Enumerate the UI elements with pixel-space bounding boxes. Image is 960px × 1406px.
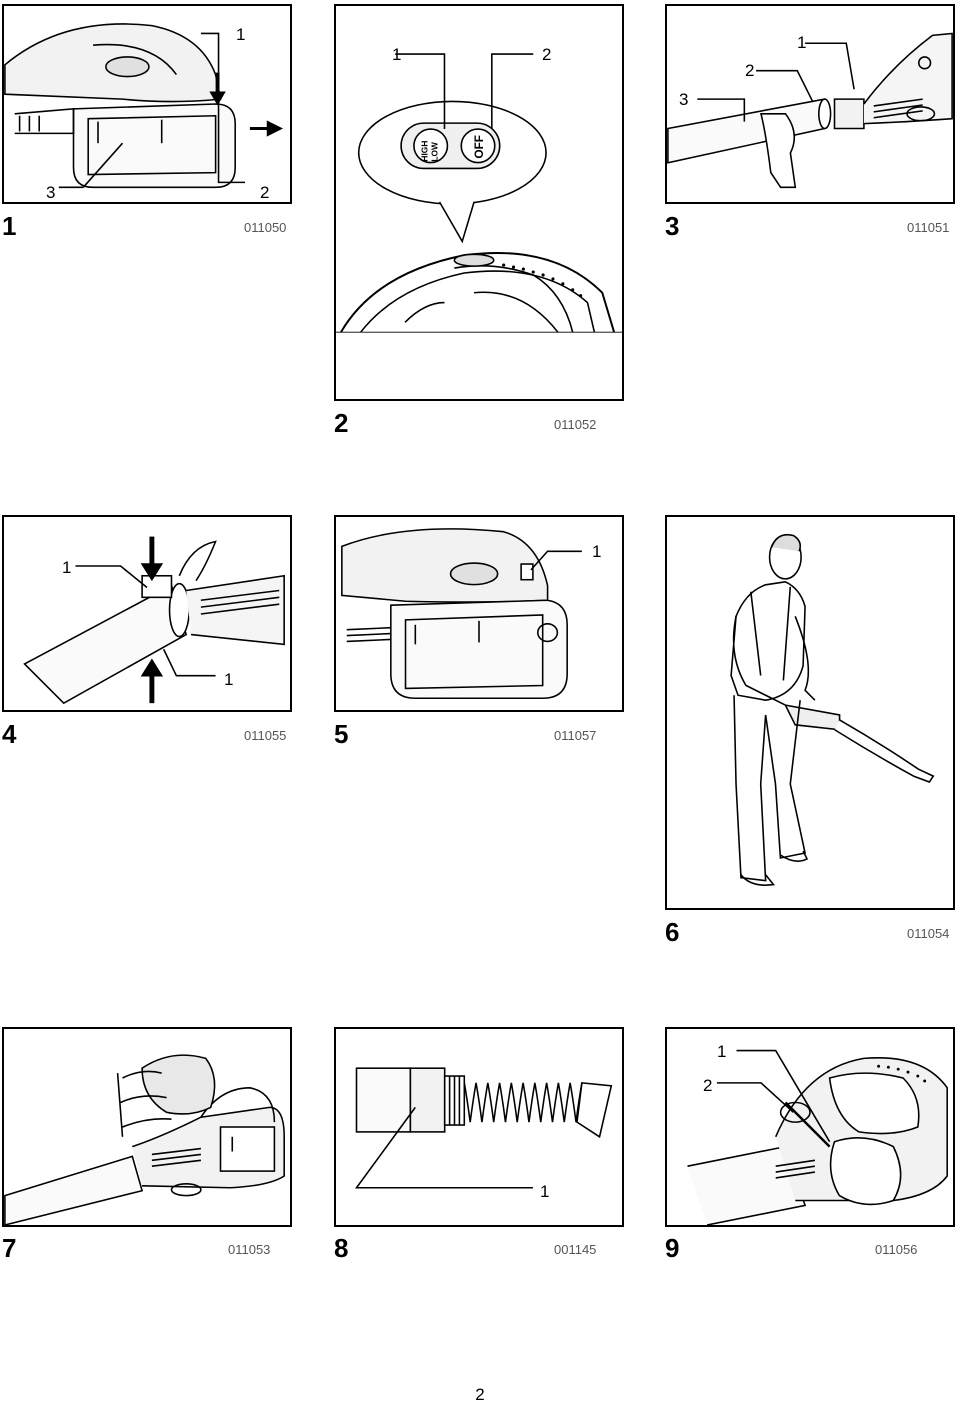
figure-1-code: 011050 <box>244 220 287 235</box>
figure-2-illustration: HIGH LOW OFF 1 2 <box>334 4 624 401</box>
callout-1: 1 <box>717 1042 727 1061</box>
page-number: 2 <box>475 1385 485 1404</box>
figure-7-code: 011053 <box>228 1242 271 1257</box>
callout-1-bottom: 1 <box>224 670 234 689</box>
figure-9-code: 011056 <box>875 1242 918 1257</box>
callout-2: 2 <box>703 1076 713 1095</box>
figure-5-number: 5 <box>334 719 349 749</box>
figure-5-code: 011057 <box>554 728 597 743</box>
nozzle-release-drawing <box>23 536 285 705</box>
figure-1-number: 1 <box>2 211 17 241</box>
cleaning-drawing <box>4 1054 285 1225</box>
callout-1-top: 1 <box>62 558 72 577</box>
callout-1: 1 <box>797 33 807 52</box>
callout-2: 2 <box>745 61 755 80</box>
callout-2: 2 <box>260 183 270 202</box>
callout-3: 3 <box>46 183 56 202</box>
nozzle-attachment-drawing <box>667 32 953 189</box>
callout-1: 1 <box>540 1182 550 1201</box>
figure-2-number: 2 <box>334 408 349 438</box>
figure-8-number: 8 <box>334 1233 349 1263</box>
switch-label-low: LOW <box>430 142 440 162</box>
figure-2-code: 011052 <box>554 417 597 432</box>
switch-panel-drawing: HIGH LOW OFF <box>336 53 622 333</box>
figure-4-code: 011055 <box>244 728 287 743</box>
callout-1: 1 <box>392 45 402 64</box>
figure-9-number: 9 <box>665 1233 680 1263</box>
figure-5-illustration: 1 <box>334 515 624 712</box>
switch-label-high: HIGH <box>420 141 430 162</box>
callout-1: 1 <box>592 542 602 561</box>
figure-6-illustration <box>665 515 955 910</box>
callout-1: 1 <box>236 25 246 44</box>
figure-7-number: 7 <box>2 1233 17 1263</box>
figure-3-number: 3 <box>665 211 680 241</box>
callout-3: 3 <box>679 90 689 109</box>
figure-4-number: 4 <box>2 719 17 749</box>
figure-6-code: 011054 <box>907 926 950 941</box>
figure-3-code: 011051 <box>907 220 950 235</box>
figure-8-code: 001145 <box>554 1242 597 1257</box>
battery-removal-drawing <box>4 23 284 189</box>
figure-6-number: 6 <box>665 917 680 947</box>
figure-9-illustration: 1 2 <box>665 1027 955 1227</box>
figure-8-illustration: 1 <box>334 1027 624 1227</box>
battery-indicator-drawing <box>341 528 582 700</box>
figure-3-illustration: 1 2 3 <box>665 4 955 204</box>
figure-7-illustration <box>2 1027 292 1227</box>
figure-1-illustration: 1 2 3 <box>2 4 292 204</box>
inlet-cleaning-drawing <box>687 1049 948 1225</box>
figure-4-illustration: 1 1 <box>2 515 292 712</box>
operator-posture-drawing <box>730 533 935 886</box>
callout-2: 2 <box>542 45 552 64</box>
spring-brush-drawing <box>354 1067 613 1189</box>
switch-label-off: OFF <box>472 135 486 159</box>
